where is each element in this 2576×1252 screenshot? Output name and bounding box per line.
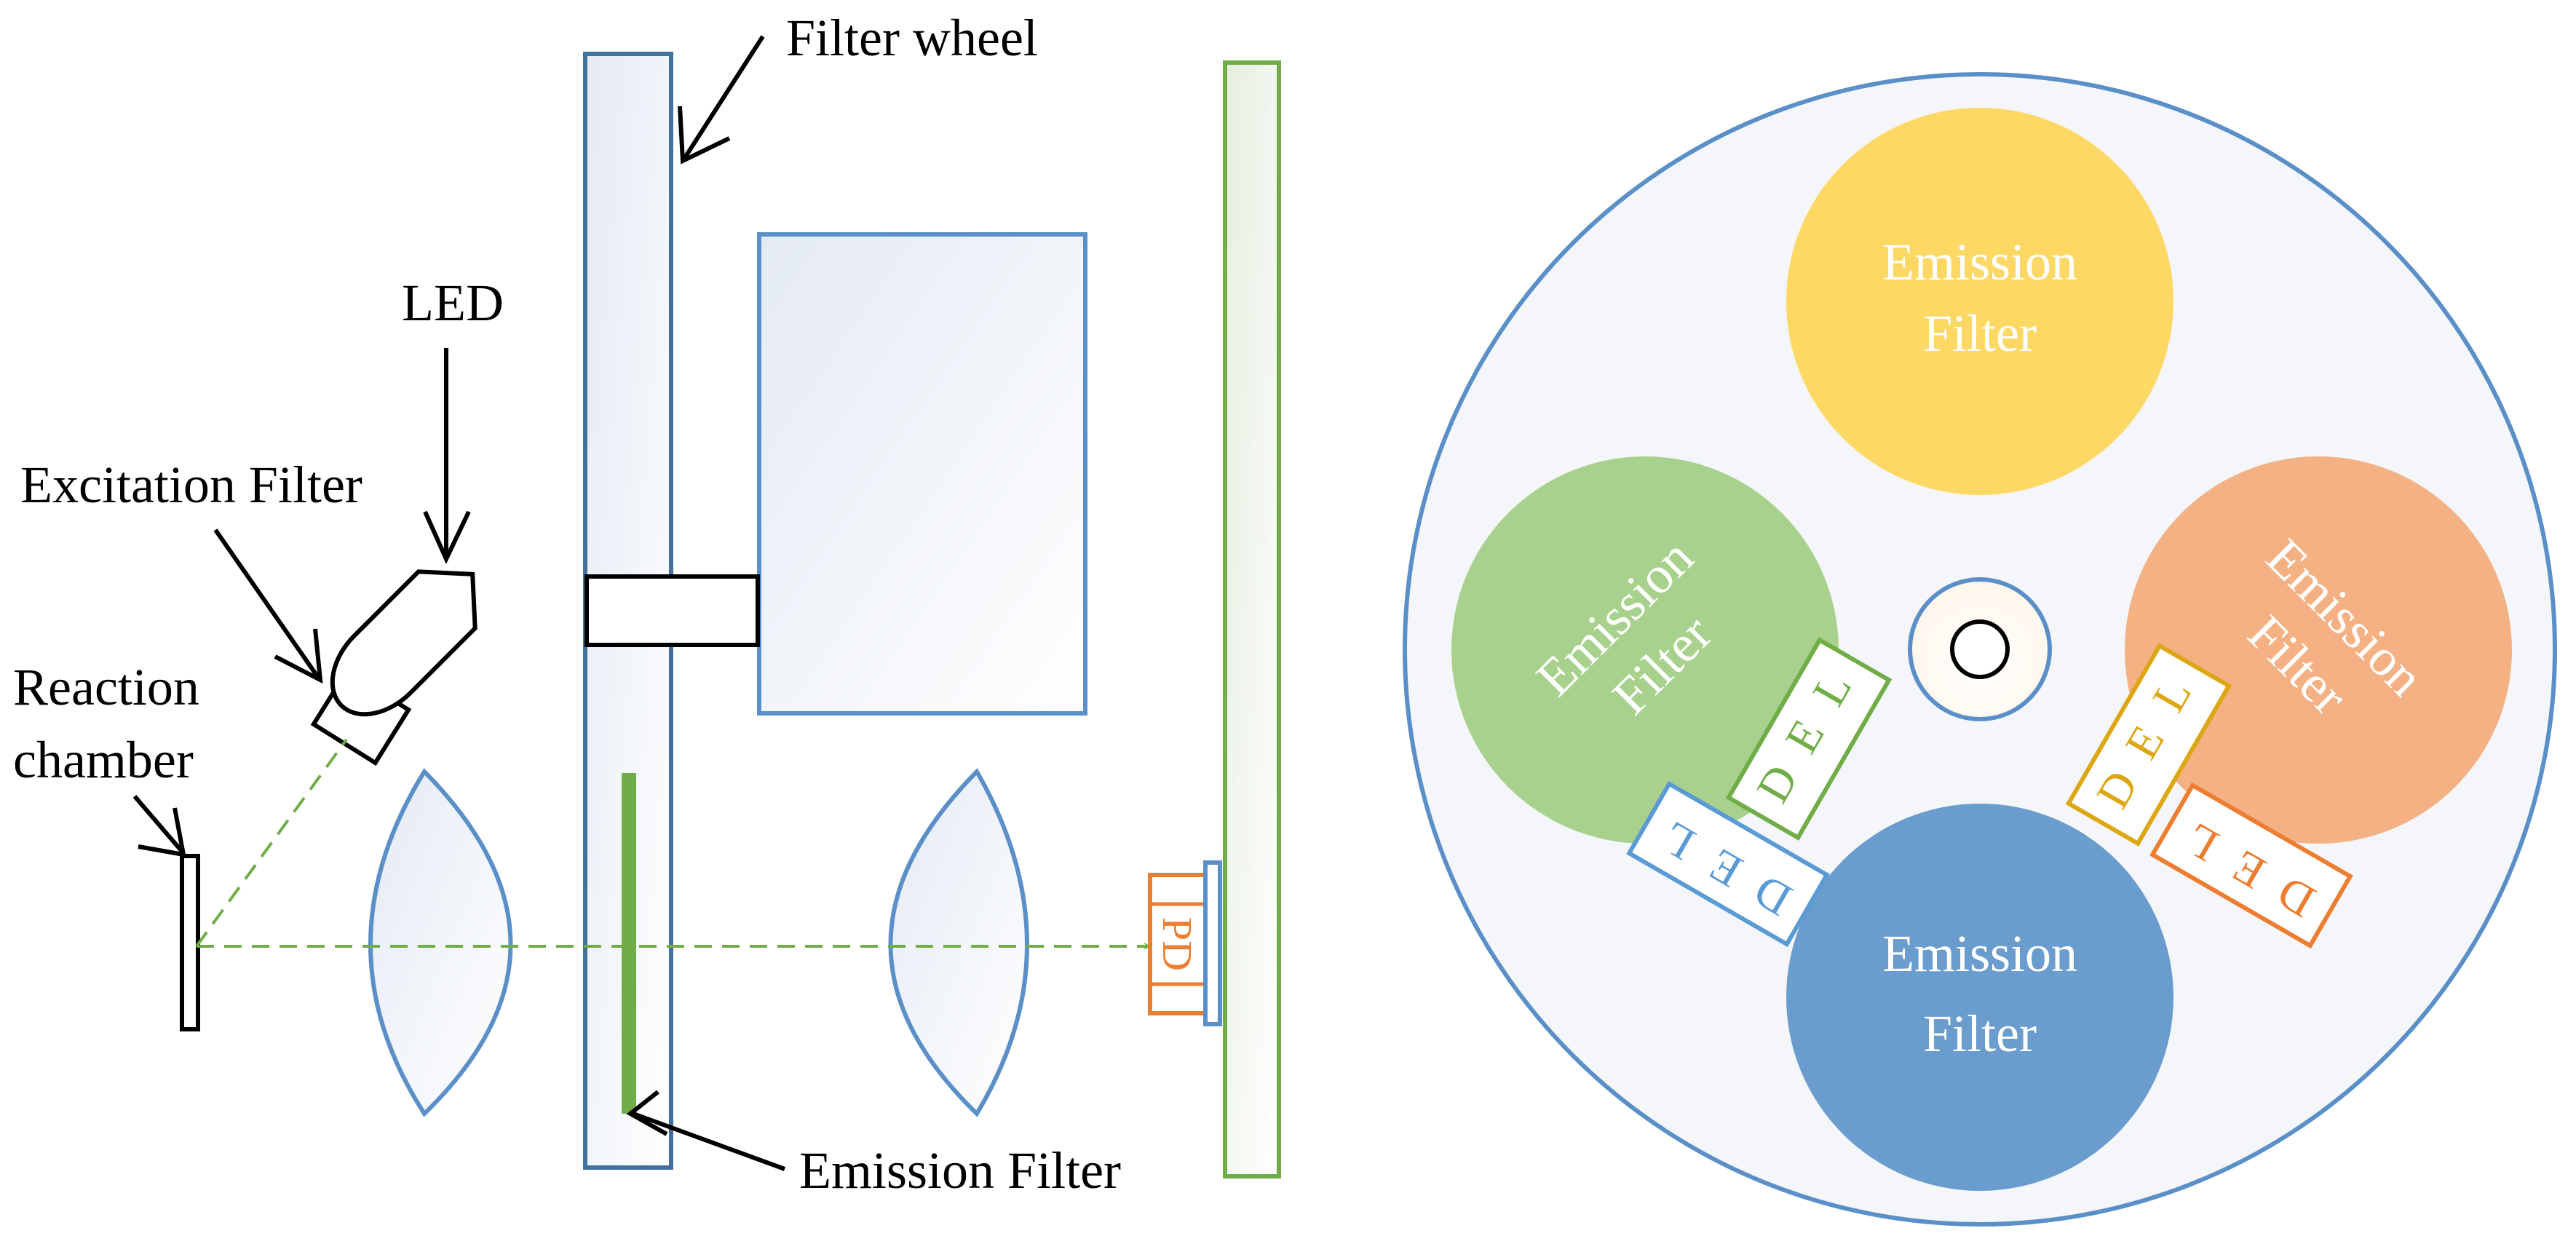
reaction-chamber-label-line2: chamber: [13, 731, 194, 789]
motor-shaft: [584, 574, 760, 647]
photodiode-label: PD: [1154, 917, 1201, 971]
pcb-board: [1223, 60, 1281, 1178]
led-yellow: L E D: [2065, 643, 2232, 847]
svg-text:Filter: Filter: [1923, 1005, 2037, 1063]
excitation-beam: [195, 738, 348, 948]
emission-filter-label: Emission Filter: [799, 1141, 1121, 1200]
svg-text:Emission: Emission: [1882, 924, 2077, 983]
led-blue: L E D: [1626, 780, 1830, 948]
excitation-filter-label: Excitation Filter: [20, 456, 362, 514]
emission-filter-left: [1451, 456, 1839, 844]
wheel-axle: [1950, 619, 2010, 679]
reaction-chamber-label-line1: Reaction: [13, 658, 199, 716]
motor-body: [757, 232, 1087, 716]
emission-filter-bottom-label: Emission Filter: [1882, 924, 2077, 1063]
photodiode-housing: [1148, 873, 1208, 1015]
svg-text:Emission: Emission: [1882, 233, 2077, 291]
emission-filter-top-label: Emission Filter: [1882, 233, 2077, 362]
led-bullet: [330, 569, 477, 717]
emission-filter-bottom: [1786, 804, 2173, 1191]
emission-filter-right: [2125, 456, 2512, 844]
led-orange: L E D: [2149, 782, 2353, 949]
emission-filter-strip: [622, 773, 636, 1114]
photodiode-mount: [1203, 860, 1222, 1026]
emission-filter-top: [1786, 108, 2173, 495]
svg-text:Filter: Filter: [1923, 304, 2037, 362]
filter-wheel-label: Filter wheel: [786, 9, 1038, 67]
reaction-chamber: [180, 854, 200, 1031]
led-green: L E D: [1725, 637, 1893, 841]
lens-1: [368, 768, 513, 1117]
led-label: LED: [402, 274, 504, 332]
label-pointers: [132, 35, 786, 1171]
lens-2: [888, 768, 1029, 1117]
